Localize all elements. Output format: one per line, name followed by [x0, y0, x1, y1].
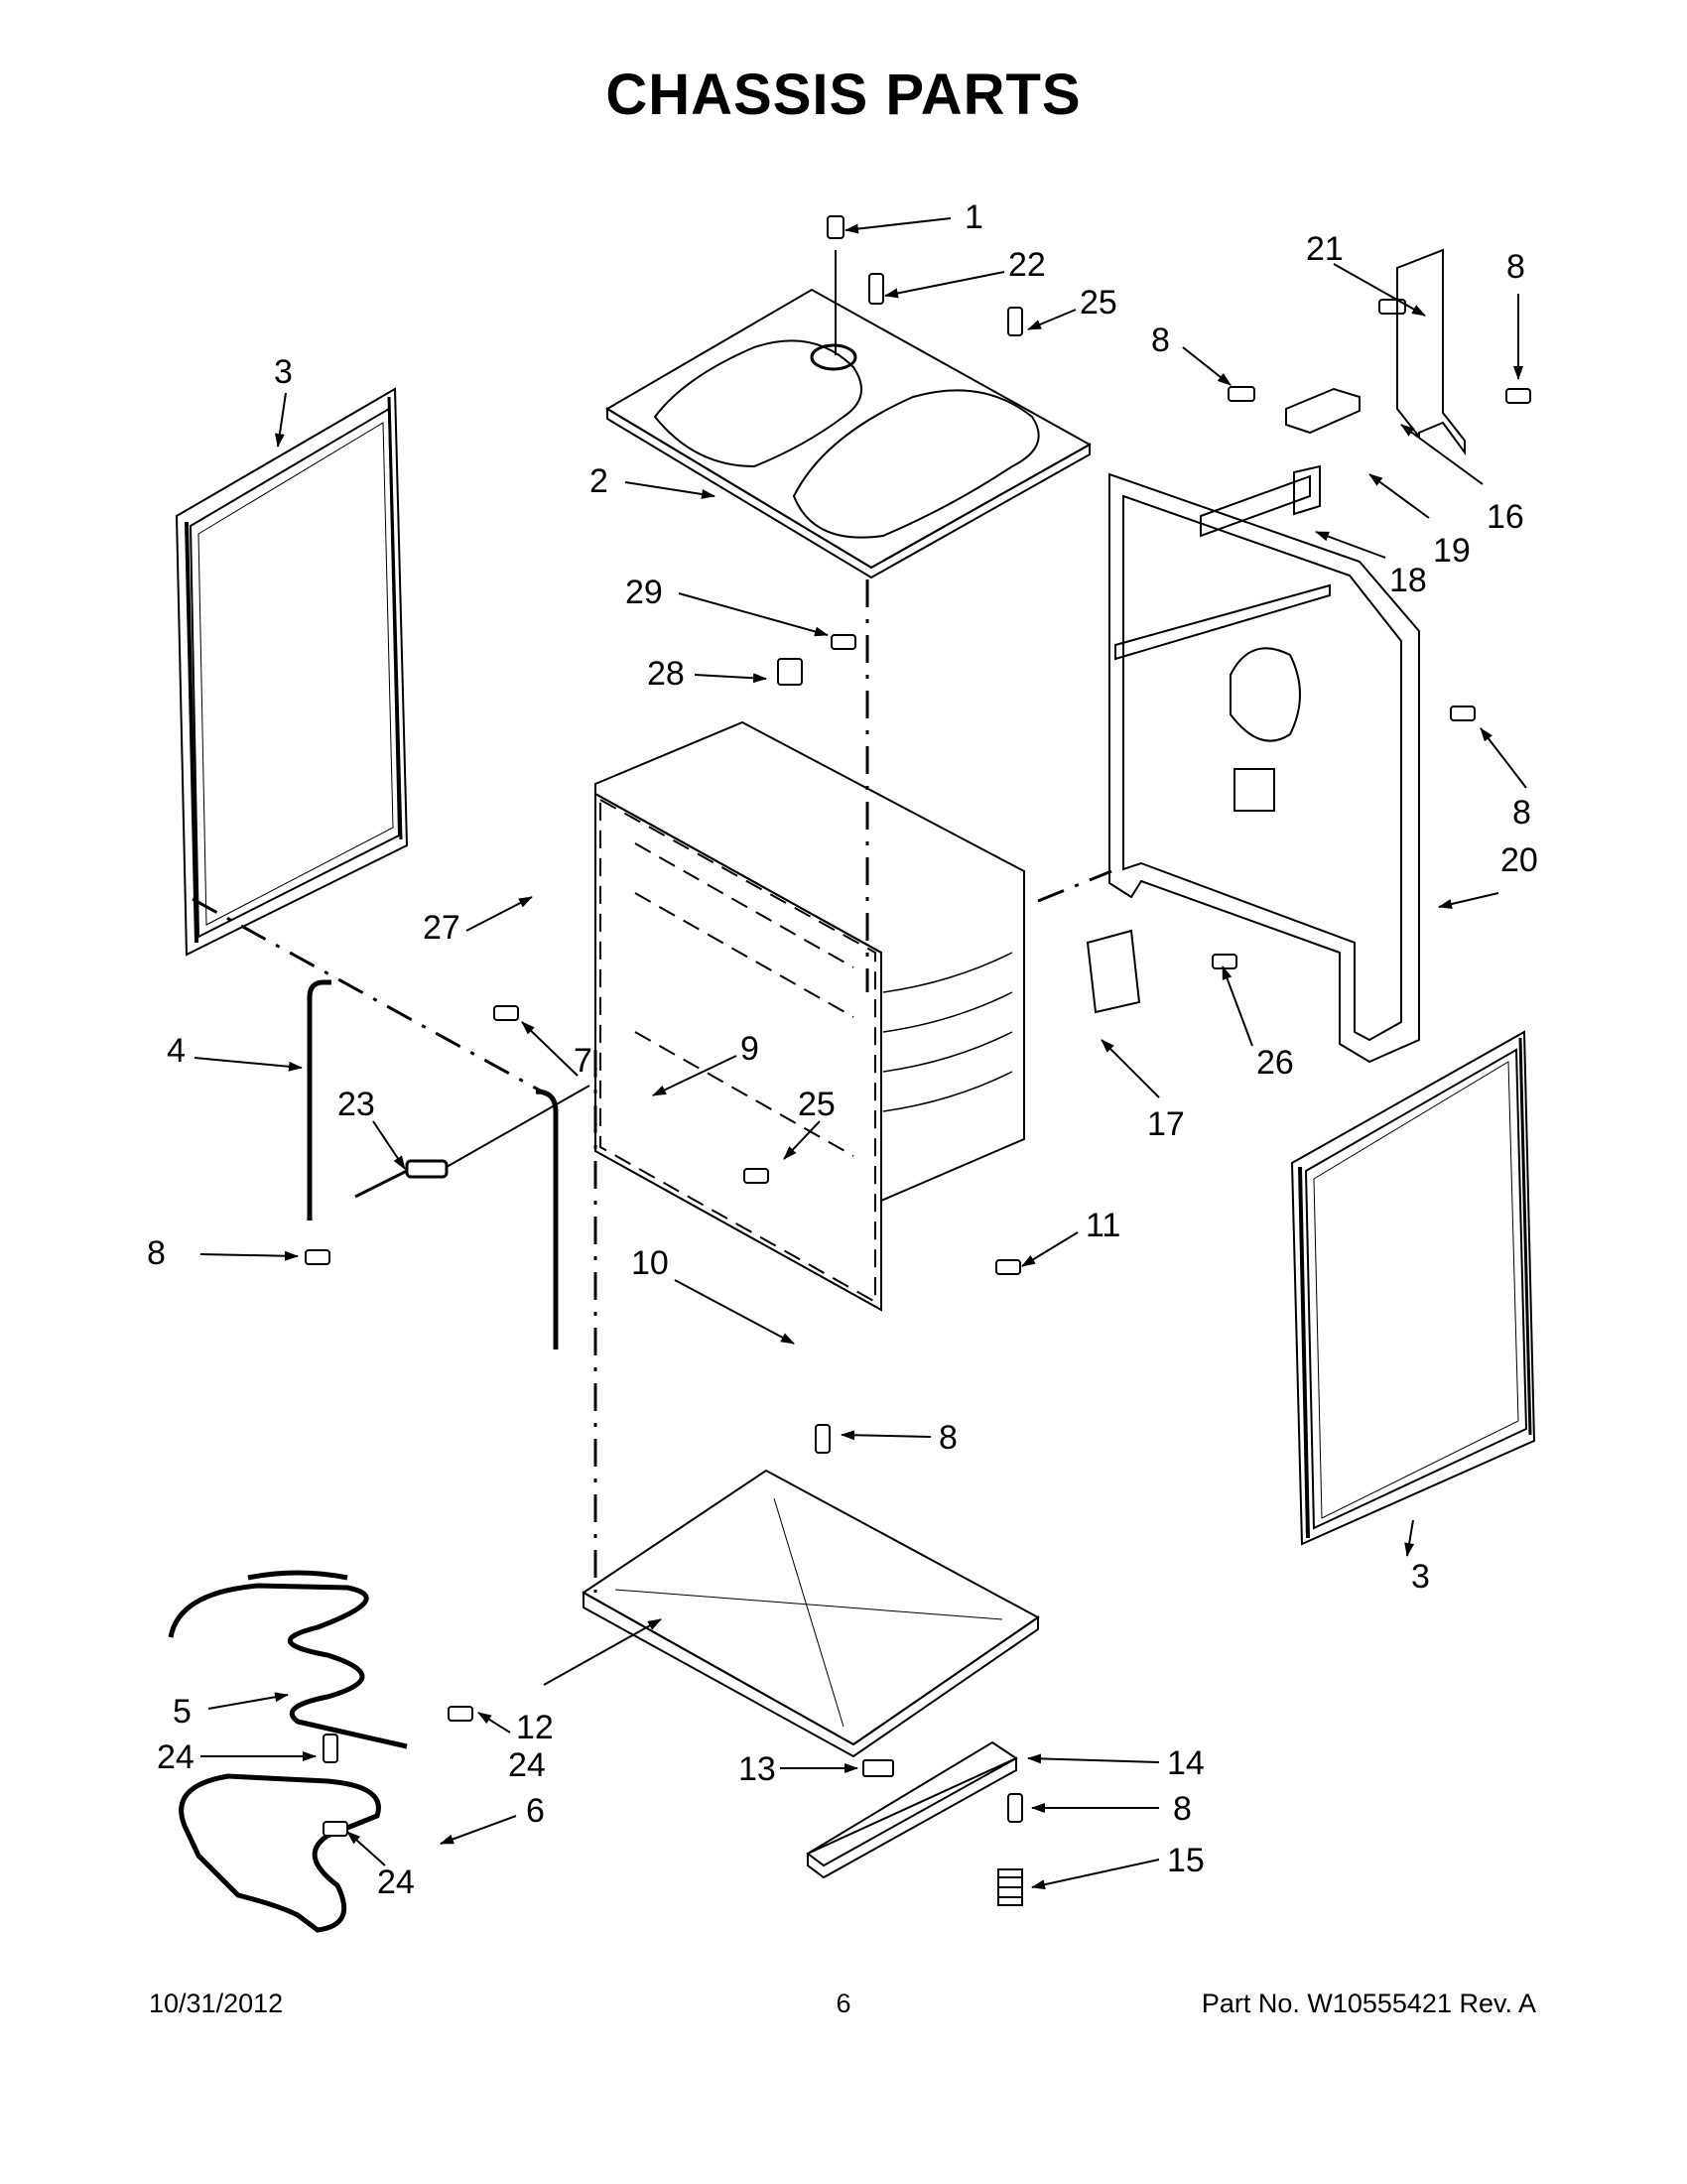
assembly-lines: [193, 579, 1111, 1593]
leveling-leg-bracket: [808, 1742, 1016, 1877]
oven-bottom: [584, 1471, 1038, 1756]
footer-page-number: 6: [836, 1989, 851, 2018]
callout-10: 10: [631, 1244, 669, 1282]
ignitor: [355, 1086, 589, 1197]
callout-8: 8: [939, 1419, 958, 1457]
callout-8: 8: [147, 1234, 166, 1272]
callout-15: 15: [1167, 1842, 1205, 1879]
callout-24: 24: [377, 1863, 415, 1901]
callout-6: 6: [526, 1792, 545, 1830]
broil-element-6: [182, 1776, 379, 1930]
callout-26: 26: [1256, 1044, 1294, 1082]
callout-8: 8: [1512, 794, 1531, 832]
callout-5: 5: [173, 1693, 192, 1731]
footer-date: 10/31/2012: [149, 1989, 284, 2018]
callout-20: 20: [1500, 841, 1538, 879]
callout-16: 16: [1487, 498, 1524, 536]
oven-cavity: [595, 722, 1024, 1310]
callout-12: 12: [516, 1709, 554, 1746]
side-panel-left: [177, 389, 407, 955]
trim-4: [310, 982, 556, 1349]
callout-1: 1: [965, 198, 983, 236]
callout-17: 17: [1147, 1105, 1185, 1143]
leg-leveler: [998, 1869, 1022, 1905]
callout-27: 27: [423, 909, 460, 947]
callout-21: 21: [1306, 230, 1344, 268]
callout-22: 22: [1008, 246, 1046, 284]
callout-24: 24: [508, 1746, 546, 1784]
callout-2: 2: [589, 462, 608, 500]
callout-18: 18: [1389, 562, 1427, 599]
callout-11: 11: [1086, 1207, 1120, 1244]
footer-part-number: Part No. W10555421 Rev. A: [1201, 1989, 1536, 2018]
bake-element-5: [171, 1573, 407, 1746]
cooktop: [607, 250, 1090, 578]
callout-13: 13: [738, 1750, 776, 1788]
callout-7: 7: [574, 1042, 592, 1080]
callout-23: 23: [337, 1086, 375, 1123]
brackets: [1088, 250, 1465, 1012]
callout-28: 28: [647, 655, 685, 693]
callout-3: 3: [274, 353, 293, 391]
leader-arrows: [195, 218, 1526, 1890]
page-title: CHASSIS PARTS: [605, 63, 1082, 127]
callout-25: 25: [798, 1086, 836, 1123]
callout-8: 8: [1506, 248, 1525, 286]
side-panel-right: [1292, 1032, 1534, 1544]
callout-labels: 1 22 25 21 8 8 3 2 16 19 18 29 28 8 20 2…: [147, 198, 1538, 1901]
callout-8: 8: [1173, 1790, 1192, 1828]
callout-9: 9: [740, 1030, 759, 1068]
callout-19: 19: [1433, 532, 1471, 570]
callout-25: 25: [1080, 284, 1117, 321]
callout-24: 24: [157, 1738, 195, 1776]
callout-14: 14: [1167, 1744, 1205, 1782]
callout-29: 29: [625, 574, 663, 611]
callout-8: 8: [1151, 321, 1170, 359]
callout-4: 4: [167, 1032, 186, 1070]
fasteners: [306, 216, 1530, 1836]
rear-panel: [1109, 474, 1419, 1062]
callout-3: 3: [1411, 1558, 1430, 1596]
